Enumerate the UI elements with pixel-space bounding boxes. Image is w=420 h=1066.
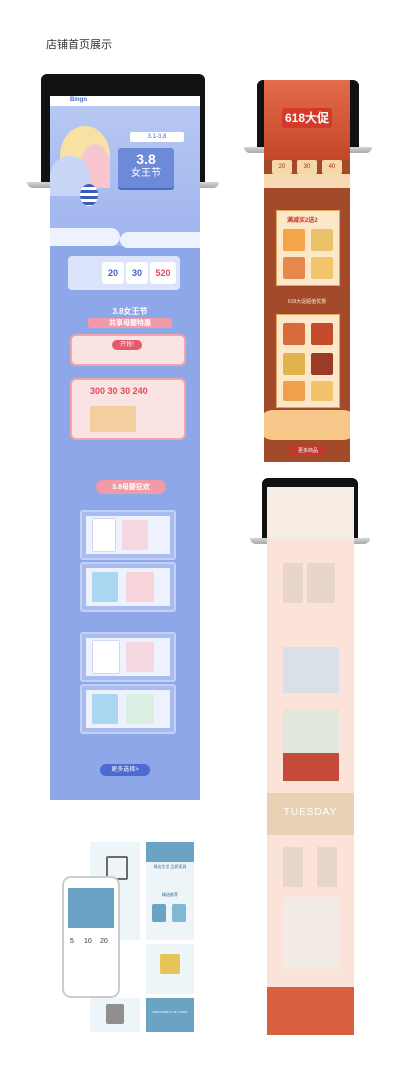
product-image [283,323,305,345]
model-photo [283,847,303,887]
banner-title: TUESDAY [283,807,338,818]
banner-tuesday: TUESDAY [267,793,354,835]
blue-header-bar [50,96,200,106]
hero-title: 3.8 [136,151,156,167]
product-image [90,406,136,432]
banner-title: 3.8女王节 [112,307,148,316]
product-image [283,381,305,401]
phone-hero [68,888,114,928]
red-store-page: 618大促 20 30 40 满减买2送2 618大促超值优惠 更多商品 [264,80,350,462]
product-image [122,520,148,550]
product-image [311,257,333,279]
red-section-label: 618大促超值优惠 [287,299,327,305]
cloud [50,228,120,246]
section-title: 3.8母婴狂欢 [96,480,166,494]
hero-sign: 3.8 女王节 [118,148,174,188]
section-label: 精选推荐 [162,892,178,897]
product-image [126,572,154,602]
footer-photo [267,987,354,1035]
page-title: 店铺首页展示 [46,39,112,51]
product-card [276,314,340,408]
red-coupon-2[interactable]: 30 [297,160,317,174]
shelf-1 [80,510,176,560]
shelf-4 [80,684,176,734]
price-panel: 300 30 30 240 [70,378,186,440]
product-image [311,353,333,375]
chair-image [152,904,166,922]
furniture-panel-2: 椅出生活 品质家具 精选推荐 [146,842,194,940]
hero-image [146,842,194,862]
more-button[interactable]: 更多选择> [100,764,150,776]
product-image [283,353,305,375]
price-3: 30 [120,386,131,396]
phone-price-2: 10 [84,938,92,945]
shelf-3 [80,632,176,682]
coupon-3-value: 520 [155,268,171,278]
model-photo [283,647,339,693]
model-photo [283,753,339,781]
product-image [283,229,305,251]
product-image [92,572,118,602]
red-footer-button[interactable]: 更多商品 [290,446,326,456]
banner-subtitle: 共享母婴特惠 [88,318,172,328]
chair-image [172,904,186,922]
phone-mockup: 5 10 20 [62,876,120,998]
price-row: 300 30 30 240 [90,386,148,396]
model-photo [283,709,339,753]
cloud [264,410,350,440]
coupon-2-value: 30 [131,268,142,278]
product-image [126,642,154,672]
red-coupon-3[interactable]: 40 [322,160,342,174]
product-image [311,381,333,401]
product-image [283,257,305,279]
red-hero-title: 618大促 [282,108,332,128]
date-tag: 3.1-3.8 [130,132,184,142]
price-4: 240 [132,386,148,396]
model-photo [283,563,303,603]
shelf-2 [80,562,176,612]
furniture-panel-4 [90,998,140,1032]
furniture-headline: 椅出生活 品质家具 [153,864,187,869]
coupon-1[interactable]: 20 [102,262,124,284]
model-photo [307,563,335,603]
model-photo [317,847,337,887]
product-image [92,518,116,552]
grab-button[interactable]: 开抢! [112,340,142,350]
coupon-row: 20 30 520 [68,256,180,290]
price-1: 300 [90,386,106,396]
price-2: 30 [107,386,118,396]
product-image [92,694,118,724]
furniture-panel-5: WELCOME TO MY SHOP [146,998,194,1032]
chair-image [160,954,180,974]
coupon-2[interactable]: 30 [126,262,148,284]
phone-price-1: 5 [70,938,74,945]
welcome-text: WELCOME TO MY SHOP [152,1010,188,1014]
chair-image [106,1004,124,1024]
model-photo [283,897,339,969]
hero-subtitle: 女王节 [131,168,161,179]
promo-label: 满减买2送2 [287,218,318,224]
coupon-1-value: 20 [107,268,118,278]
promo-card: 满减买2送2 [276,210,340,286]
blue-store-page: Bingo 3.1-3.8 3.8 女王节 20 30 520 3.8女王节 共… [50,96,200,800]
product-image [311,323,333,345]
hero-photo [267,487,354,539]
fashion-store-page: TUESDAY [267,487,354,1035]
phone-price-3: 20 [100,938,108,945]
striped-egg-icon [80,184,98,206]
product-image [92,640,120,674]
product-image [311,229,333,251]
grab-panel: 开抢! [70,334,186,366]
furniture-panel-3 [146,944,194,994]
red-coupon-1[interactable]: 20 [272,160,292,174]
cloud [264,174,350,188]
coupon-3[interactable]: 520 [150,262,176,284]
product-image [126,694,154,724]
cloud [120,232,200,248]
blue-header-brand: Bingo [70,97,87,103]
